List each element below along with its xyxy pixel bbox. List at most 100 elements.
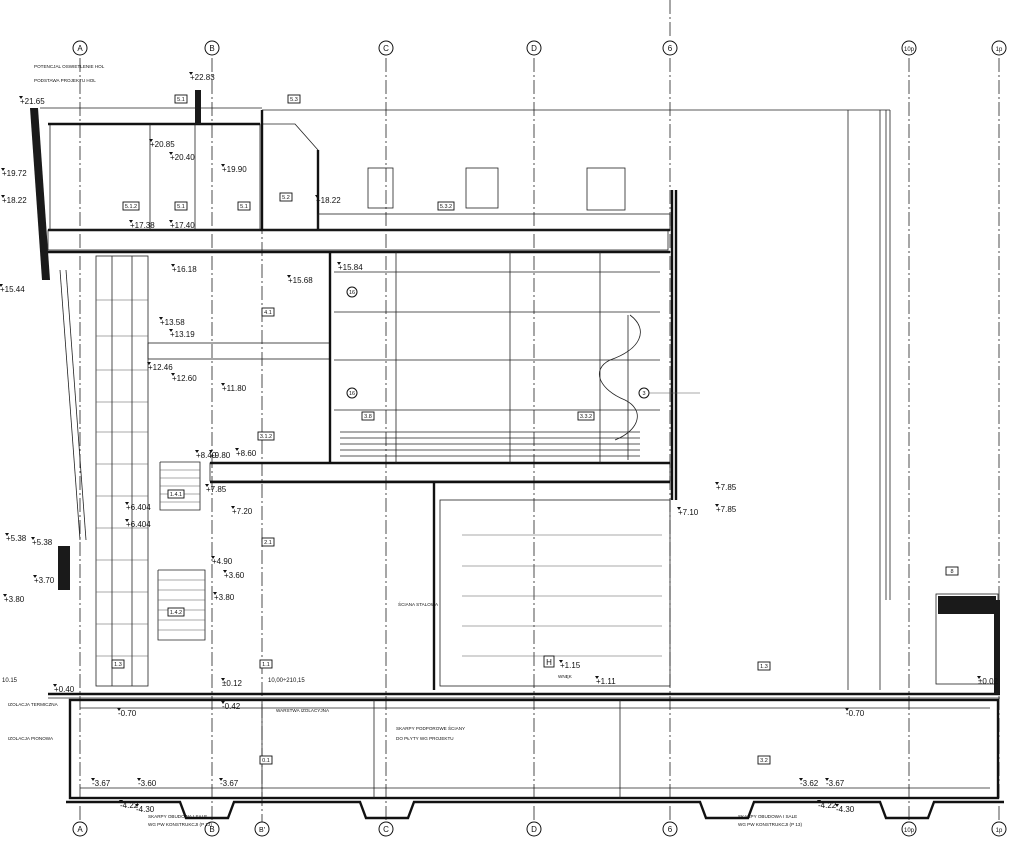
level-arrow — [33, 575, 37, 578]
hall-floor-slab — [209, 462, 671, 482]
tag-text-14: 2.1 — [264, 540, 272, 546]
axis-label-1p-bottom: 1p — [996, 828, 1003, 834]
level-arrow — [169, 329, 173, 332]
axis-label-b-bottom: B — [209, 825, 214, 834]
axis-label-6-bottom: 6 — [668, 825, 673, 834]
level-mark: +4.90 — [212, 557, 233, 566]
level-arrow — [137, 778, 141, 781]
tag-box-4 — [174, 201, 188, 211]
level-mark: +19.90 — [222, 165, 247, 174]
tag-box-13 — [167, 607, 185, 617]
h-marker-text: H — [546, 658, 552, 667]
level-arrow — [171, 264, 175, 267]
level-arrow — [209, 450, 213, 453]
left-slope — [59, 269, 81, 541]
level-marks: +22.83+21.65+20.85+20.40+19.72+19.90+18.… — [0, 72, 999, 814]
axis-label-b-prime-bottom: B' — [259, 827, 265, 834]
level-mark: +15.68 — [288, 276, 313, 285]
bottom-left-2: WG PW KONSTRUKCJI (P 13) — [148, 822, 212, 827]
level-arrow — [0, 284, 3, 287]
axis-bubble-1p-top — [991, 40, 1007, 56]
tag-text-8: 4.1 — [264, 310, 272, 316]
level-mark: -4.22 — [818, 801, 837, 810]
level-mark: +15.84 — [338, 263, 363, 272]
tag-text-2: 5.3 — [290, 97, 298, 103]
level-arrow — [117, 708, 121, 711]
tag-box-2 — [287, 94, 301, 104]
left-note-2: IZOLACJA PIONOWA — [8, 736, 54, 741]
level-mark: +6.404 — [126, 520, 151, 529]
axis-bubble-d-top — [526, 40, 542, 56]
axis-label-a-top: A — [77, 44, 83, 53]
tag-box-9 — [361, 411, 375, 421]
upper-window-3 — [586, 167, 626, 211]
level-arrow — [1, 168, 5, 171]
element-tags: 5.1 5.3 5.1.2 5.1 5.1 5.2 5.3.2 4.1 3.8 … — [111, 94, 959, 765]
tag-box-14 — [261, 537, 275, 547]
level-mark: +7.85 — [716, 505, 737, 514]
axis-label-6-top: 6 — [668, 44, 673, 53]
level-mark: +0.40 — [54, 685, 75, 694]
tag-text-10: 3.3.2 — [580, 414, 592, 420]
level-mark: +12.60 — [172, 374, 197, 383]
level-mark: -3.67 — [92, 779, 111, 788]
level-arrow — [235, 448, 239, 451]
level-mark: +21.65 — [20, 97, 45, 106]
level-arrow — [315, 195, 319, 198]
tag-text-16: 1.1 — [262, 662, 270, 668]
callout-circle-1 — [346, 286, 358, 298]
tag-box-11 — [257, 431, 275, 441]
tag-box-1 — [174, 94, 188, 104]
tag-box-12 — [167, 489, 185, 499]
tag-box-17 — [757, 661, 771, 671]
structural-grid — [79, 0, 1000, 822]
level-arrow — [53, 684, 57, 687]
level-arrow — [125, 502, 129, 505]
level-arrow — [977, 676, 981, 679]
tag-text-6: 5.2 — [282, 195, 290, 201]
level-arrow — [817, 800, 821, 803]
level-arrow — [135, 804, 139, 807]
level-mark: +16.18 — [172, 265, 197, 274]
left-slope-2 — [65, 269, 87, 541]
tag-text-4: 5.1 — [177, 204, 185, 210]
annotations: POTENCJAL OSWIETLENIE HOL PODSTAWA PROJE… — [2, 64, 802, 827]
h-note: WNĘK — [558, 674, 573, 679]
level-arrow — [337, 262, 341, 265]
axis-bubble-1p-bottom — [991, 821, 1007, 837]
axis-bubble-a-bottom — [72, 821, 88, 837]
tag-box-20 — [945, 566, 959, 576]
level-arrow — [221, 701, 225, 704]
shaft-floors — [96, 299, 148, 657]
level-arrow — [129, 220, 133, 223]
level-arrow — [559, 660, 563, 663]
bottom-right-2: WG PW KONSTRUKCJI (P 13) — [738, 822, 802, 827]
stair-house-roof — [261, 123, 319, 231]
level-mark: +3.70 — [34, 576, 55, 585]
legend-line-1: POTENCJAL OSWIETLENIE HOL — [34, 64, 105, 69]
bottom-right-1: SKARPY OBUDOWA I SALE — [738, 814, 797, 819]
axis-bubble-6-bottom — [662, 821, 678, 837]
tag-box-15 — [111, 659, 125, 669]
level-mark: +11.80 — [222, 384, 247, 393]
tag-text-17: 1.3 — [760, 664, 768, 670]
level-mark: +20.85 — [150, 140, 175, 149]
level-mark: +5.38 — [32, 538, 53, 547]
left-window — [58, 546, 70, 590]
chimney — [195, 90, 201, 124]
axis-label-10p-top: 10p — [904, 47, 915, 53]
bottom-note-2: DO PŁYTY WG PROJEKTU — [396, 736, 454, 741]
level-mark: +17.38 — [130, 221, 155, 230]
level-mark: +7.10 — [678, 508, 699, 517]
left-top-wall — [30, 108, 50, 280]
spiral-stair — [599, 314, 641, 441]
wall-note: ŚCIANA STALOWA — [398, 600, 439, 607]
axis-bubbles-bottom: A B B' C D 6 10p 1p — [72, 821, 1007, 837]
level-mark: -0.70 — [118, 709, 137, 718]
ground-hall-right — [439, 499, 671, 687]
tag-text-11: 3.1.2 — [260, 434, 272, 440]
level-arrow — [231, 506, 235, 509]
level-arrow — [221, 678, 225, 681]
tag-box-6 — [279, 192, 293, 202]
